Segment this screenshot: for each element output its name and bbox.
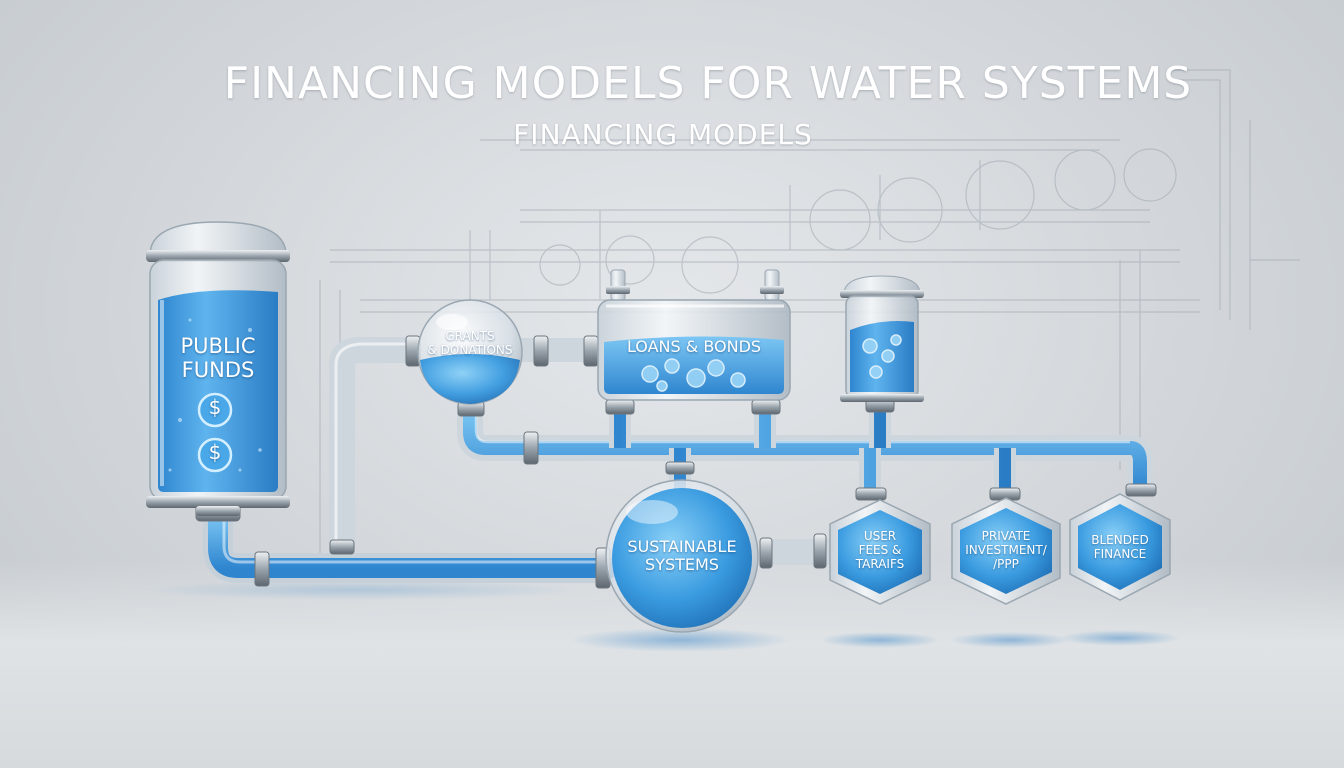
pipe-riser-grants <box>329 337 420 548</box>
private-line1: PRIVATE <box>981 529 1031 543</box>
loans-bonds-label: LOANS & BONDS <box>604 337 784 356</box>
sustainable-systems-label: SUSTAINABLE SYSTEMS <box>612 537 752 575</box>
dollar-coin-icon <box>197 392 233 428</box>
grants-line2: & DONATIONS <box>427 342 513 357</box>
shadow-ellipse <box>820 632 940 648</box>
user-fees-line2: FEES & <box>858 542 902 557</box>
grants-line1: GRANTS <box>445 329 495 343</box>
sustainable-line1: SUSTAINABLE <box>627 537 737 556</box>
page-subtitle: FINANCING MODELS <box>513 118 813 151</box>
public-funds-line2: FUNDS <box>181 358 255 383</box>
public-funds-label: PUBLIC FUNDS <box>160 334 276 382</box>
dollar-symbol: $ <box>208 395 222 419</box>
blended-line1: BLENDED <box>1091 533 1149 547</box>
private-line2: INVESTMENT/ <box>965 542 1047 557</box>
shadow-ellipse <box>570 628 790 652</box>
shadow-ellipse <box>1060 630 1180 646</box>
dollar-symbol: $ <box>208 440 222 464</box>
shadow-ellipse <box>140 580 580 600</box>
shadow-ellipse <box>950 632 1070 648</box>
sustainable-systems-sphere <box>605 479 759 633</box>
user-fees-label: USER FEES & TARAIFS <box>840 529 920 571</box>
private-investment-hexagon <box>951 497 1061 605</box>
grants-sphere <box>417 299 523 405</box>
page-title: FINANCING MODELS FOR WATER SYSTEMS <box>223 58 1193 109</box>
loans-bonds-line1: LOANS & BONDS <box>626 337 762 356</box>
public-funds-line1: PUBLIC <box>180 334 256 358</box>
coin-bubble-icon <box>641 358 746 392</box>
user-fees-line1: USER <box>863 529 897 543</box>
blended-line2: FINANCE <box>1093 546 1147 561</box>
private-investment-label: PRIVATE INVESTMENT/ /PPP <box>956 529 1056 571</box>
sustainable-line2: SYSTEMS <box>645 555 719 575</box>
blended-finance-hexagon <box>1069 493 1171 601</box>
dollar-coin-icon <box>197 437 233 473</box>
user-fees-hexagon <box>829 499 931 605</box>
private-line3: /PPP <box>993 556 1019 571</box>
public-funds-tank <box>146 221 290 516</box>
blended-finance-label: BLENDED FINANCE <box>1076 533 1164 562</box>
user-fees-line3: TARAIFS <box>855 556 905 571</box>
coin-bubble-icon <box>862 334 902 379</box>
grants-label: GRANTS & DONATIONS <box>420 329 520 358</box>
investment-tank <box>840 275 924 402</box>
